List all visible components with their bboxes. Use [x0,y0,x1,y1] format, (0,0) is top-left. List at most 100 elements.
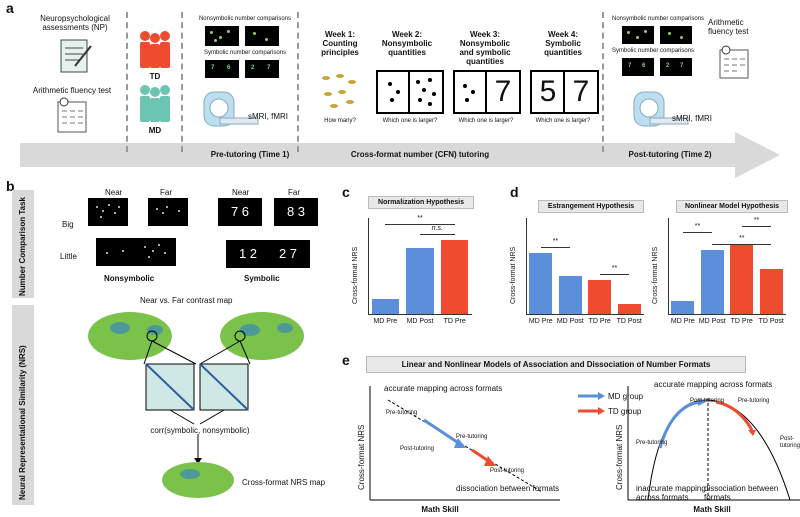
x-tick-label: TD Post [616,318,642,325]
post-nonsym-label: Nonsymbolic number comparisons [612,16,705,22]
sig-label: ** [739,235,745,243]
sig-bracket [599,273,630,275]
brain-diagram [88,312,304,498]
panel-b-label: b [6,178,15,194]
chart-title: Normalization Hypothesis [368,196,474,209]
task-side-bar [12,190,34,298]
bar [441,240,469,314]
stimulus [88,198,128,226]
sig-label: ** [611,264,618,272]
x-axis [368,314,472,315]
near-label: Near [105,188,123,197]
mri-scanner-icon [203,91,259,127]
dot-card [376,70,412,114]
xlabel: Math Skill [421,505,459,514]
contrast-label: Near vs. Far contrast map [140,296,233,305]
y-axis [368,218,369,314]
week4-title: Week 4: Symbolic quantities [544,30,582,57]
separator [297,12,299,152]
panel-d-label: d [510,184,519,200]
arrow-label-pre: Pre-tutoring (Time 1) [210,150,290,159]
week2-question: Which one is larger? [382,118,438,124]
week4-question: Which one is larger? [535,118,591,124]
separator [181,12,183,152]
accurate-label: accurate mapping across formats [654,380,773,389]
sig-label: n.s. [431,225,443,233]
sig-bracket [540,246,571,248]
week2-title: Week 2: Nonsymbolic quantities [381,30,433,57]
bar [759,268,783,314]
chart-title: Estrangement Hypothesis [538,200,644,213]
y-axis-label: Cross-format NRS [352,246,359,304]
post-label: Post-tutoring [400,446,435,452]
panel-a-label: a [6,0,14,16]
stimulus: 8 3 [274,198,318,226]
nonsym-comp-label: Nonsymbolic number comparisons [198,16,292,22]
y-axis-label: Cross-format NRS [510,246,517,304]
sig-label: ** [417,215,423,223]
dissoc-label: dissociation between formats [456,484,560,493]
stimulus: 2 7 [266,240,310,268]
arrow-label-post: Post-tutoring (Time 2) [628,150,712,159]
test-sheet-icon [57,97,87,133]
stimulus: 1 2 [226,240,270,268]
dot-card [408,70,444,114]
week3-question: Which one is larger? [458,118,514,124]
x-tick-label: TD Pre [443,318,466,325]
nrs-side-label: Neural Representational Similarity (NRS) [18,345,27,500]
big-label: Big [62,220,74,229]
sig-bracket [420,234,455,236]
bar [730,244,754,314]
bar [371,299,399,314]
bar [529,252,553,314]
bar [700,250,724,314]
xlabel: Math Skill [693,505,731,514]
arith-test-label: Arithmetic fluency test [32,86,112,95]
post-arith-label: Arithmetic fluency test [708,18,749,36]
pre-label: Pre-tutoring [386,410,418,416]
mri-scanner-icon [633,91,689,127]
test-sheet-icon [719,45,749,79]
inaccurate-label: inaccurate mapping across formats [636,484,706,502]
bar [558,276,582,314]
dissoc-label: dissociation between formats [704,484,779,502]
x-tick-label: MD Pre [670,318,695,325]
bar [671,300,695,314]
e-title: Linear and Nonlinear Models of Associati… [366,356,746,373]
y-axis [526,218,527,314]
y-axis [668,218,669,314]
md-label: MD [148,126,162,135]
far-label: Far [288,188,300,197]
nonsym-label: Nonsymbolic [104,274,155,283]
sym-label: Symbolic [244,274,280,283]
week1-title: Week 1: Counting principles [321,30,359,57]
x-tick-label: MD Pre [373,318,398,325]
md-group-legend: MD group [608,392,644,401]
sig-bracket [741,226,772,228]
task-side-label: Number Comparison Task [18,197,27,296]
week1-question: How many? [324,118,356,124]
x-tick-label: MD Post [698,318,726,325]
digit-card: 7 [485,70,521,114]
panel-e-label: e [342,352,350,368]
y-axis-label: Cross-format NRS [652,246,659,304]
corr-label: corr(symbolic, nonsymbolic) [150,426,250,435]
sig-bracket [712,244,772,246]
stimulus [136,238,176,266]
near-label: Near [232,188,250,197]
mri-label: sMRI, fMRI [672,114,712,123]
x-tick-label: MD Post [406,318,434,325]
post-label: Post-tutoring [490,468,525,474]
bees-icon [322,74,356,108]
chart-title: Nonlinear Model Hypothesis [676,200,788,213]
td-label: TD [149,72,161,81]
far-label: Far [160,188,172,197]
x-tick-label: TD Pre [588,318,611,325]
md-people-icon [140,85,170,122]
little-label: Little [60,252,77,261]
post-label: Post-tutoring [690,398,725,404]
x-tick-label: TD Post [758,318,784,325]
